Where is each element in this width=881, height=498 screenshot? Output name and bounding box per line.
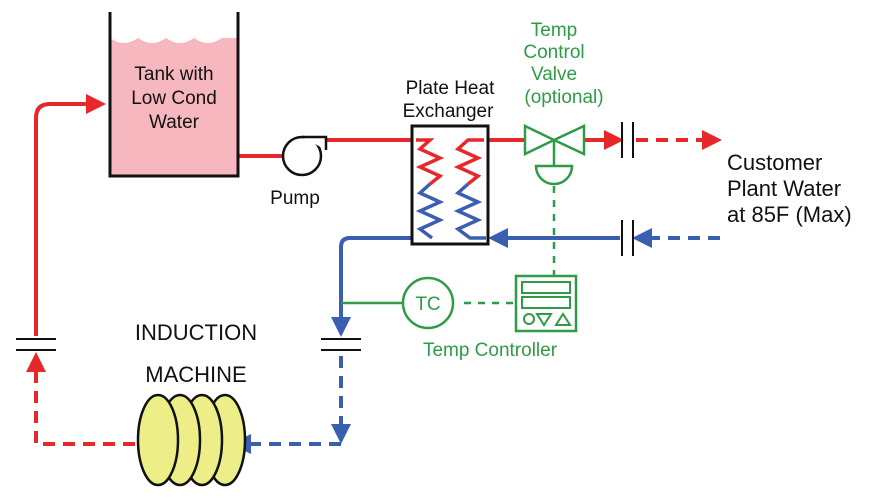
cold-water-piping: [231, 228, 720, 454]
tank-label-line2: Low Cond: [131, 88, 217, 109]
customer-label-line3: at 85F (Max): [727, 202, 852, 227]
water-tank: Tank with Low Cond Water: [108, 12, 240, 178]
hx-label-line1: Plate Heat: [406, 78, 495, 99]
plate-heat-exchanger: Plate Heat Exchanger: [403, 78, 495, 246]
hx-label-line2: Exchanger: [403, 101, 495, 122]
temp-control-valve: Temp Control Valve (optional): [523, 20, 604, 186]
customer-label-line2: Plant Water: [727, 176, 841, 201]
control-signal-lines: [341, 186, 556, 305]
tank-label-line3: Water: [149, 112, 200, 133]
tank-label-line1: Tank with: [134, 64, 213, 85]
valve-label-line4: (optional): [524, 87, 603, 108]
controller-label: Temp Controller: [423, 340, 558, 361]
valve-label-line1: Temp: [531, 20, 577, 41]
temp-controller: Temp Controller: [423, 274, 578, 361]
valve-label-line3: Valve: [531, 64, 577, 85]
customer-plant-water: Customer Plant Water at 85F (Max): [727, 150, 852, 227]
tc-symbol-label: TC: [415, 294, 440, 315]
pump-label: Pump: [270, 188, 320, 209]
machine-label-line2: MACHINE: [145, 362, 246, 387]
machine-label-line1: INDUCTION: [135, 320, 257, 345]
customer-label-line1: Customer: [727, 150, 822, 175]
induction-machine: INDUCTION MACHINE: [135, 320, 257, 487]
pipe-flanges: [16, 122, 634, 351]
valve-label-line2: Control: [523, 42, 584, 63]
temperature-sensor: TC: [401, 276, 455, 330]
pump: Pump: [270, 135, 328, 209]
